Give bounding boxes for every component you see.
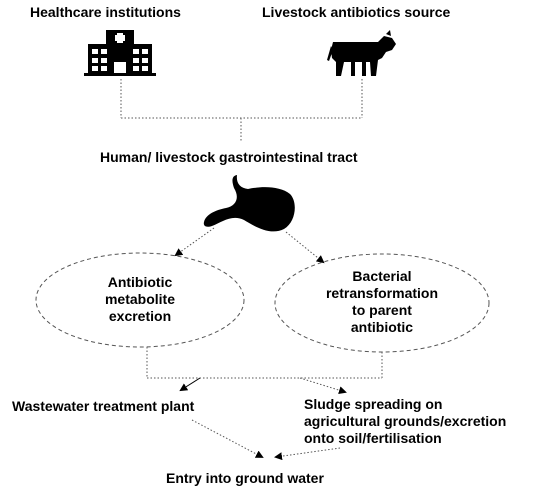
- gastrointestinal-tract-label: Human/ livestock gastrointestinal tract: [100, 149, 358, 165]
- left-ellipse-line-2: metabolite: [104, 291, 175, 307]
- left-ellipse-line-3: excretion: [108, 308, 172, 324]
- right-ellipse-line-4: antibiotic: [350, 319, 414, 335]
- groundwater-label: Entry into ground water: [166, 470, 324, 486]
- ellipse-connectors: [146, 347, 383, 379]
- stomach-icon: [203, 175, 295, 232]
- right-ellipse-line-1: Bacterial: [352, 268, 412, 284]
- right-ellipse-line-3: to parent: [352, 302, 412, 318]
- stomach-arrows: [174, 227, 325, 264]
- source-livestock-label: Livestock antibiotics source: [262, 4, 451, 20]
- groundwater-arrows: [191, 419, 341, 461]
- split-arrows: [179, 377, 347, 395]
- left-ellipse-text: Antibiotic metabolite excretion: [60, 274, 220, 325]
- sludge-line-1: Sludge spreading on: [304, 396, 443, 412]
- left-ellipse-line-1: Antibiotic: [107, 274, 173, 290]
- right-ellipse-line-2: retransformation: [325, 285, 439, 301]
- left-ellipse: [35, 252, 245, 348]
- sludge-line-2: agricultural grounds/excretion: [304, 413, 507, 429]
- source-healthcare-label: Healthcare institutions: [30, 4, 181, 20]
- wastewater-label: Wastewater treatment plant: [12, 398, 195, 414]
- sludge-text: Sludge spreading on agricultural grounds…: [304, 396, 506, 447]
- sludge-line-3: onto soil/fertilisation: [304, 430, 442, 446]
- hospital-icon: [84, 30, 156, 76]
- source-connectors: [120, 79, 363, 142]
- cow-icon: [327, 30, 396, 76]
- right-ellipse-text: Bacterial retransformation to parent ant…: [300, 268, 464, 336]
